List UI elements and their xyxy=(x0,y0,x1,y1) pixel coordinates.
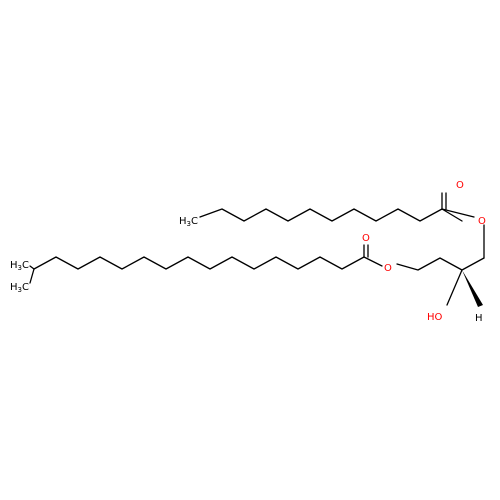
hydroxyl-bond xyxy=(446,269,463,306)
hydroxyl-label: HO xyxy=(427,312,443,323)
stereo-hydrogen-label: H xyxy=(475,313,483,324)
top-carbonyl-oxygen-label: O xyxy=(456,180,464,191)
top-chain-bonds xyxy=(199,208,463,222)
branch-methyl-lower-label: H3C xyxy=(10,282,29,294)
branch-bond-upper xyxy=(29,265,35,270)
glycerol-backbone xyxy=(396,257,485,307)
top-terminal-methyl-label: H3C xyxy=(179,216,198,228)
bottom-ester-bond xyxy=(363,256,383,267)
top-ester-bond xyxy=(441,208,475,218)
top-ester-oxygen-label: O xyxy=(478,216,486,227)
top-acyl-chain xyxy=(199,192,485,259)
stereo-wedge xyxy=(462,270,483,307)
bottom-chain-bonds xyxy=(33,256,365,270)
bottom-acyl-chain xyxy=(29,244,383,284)
bottom-carbonyl-oxygen-label: O xyxy=(362,233,370,244)
branch-bond-lower xyxy=(29,268,35,284)
bottom-ester-oxygen-label: O xyxy=(384,263,392,274)
branch-methyl-upper-label: H3C xyxy=(10,260,29,272)
glycerol-bonds xyxy=(396,257,485,271)
